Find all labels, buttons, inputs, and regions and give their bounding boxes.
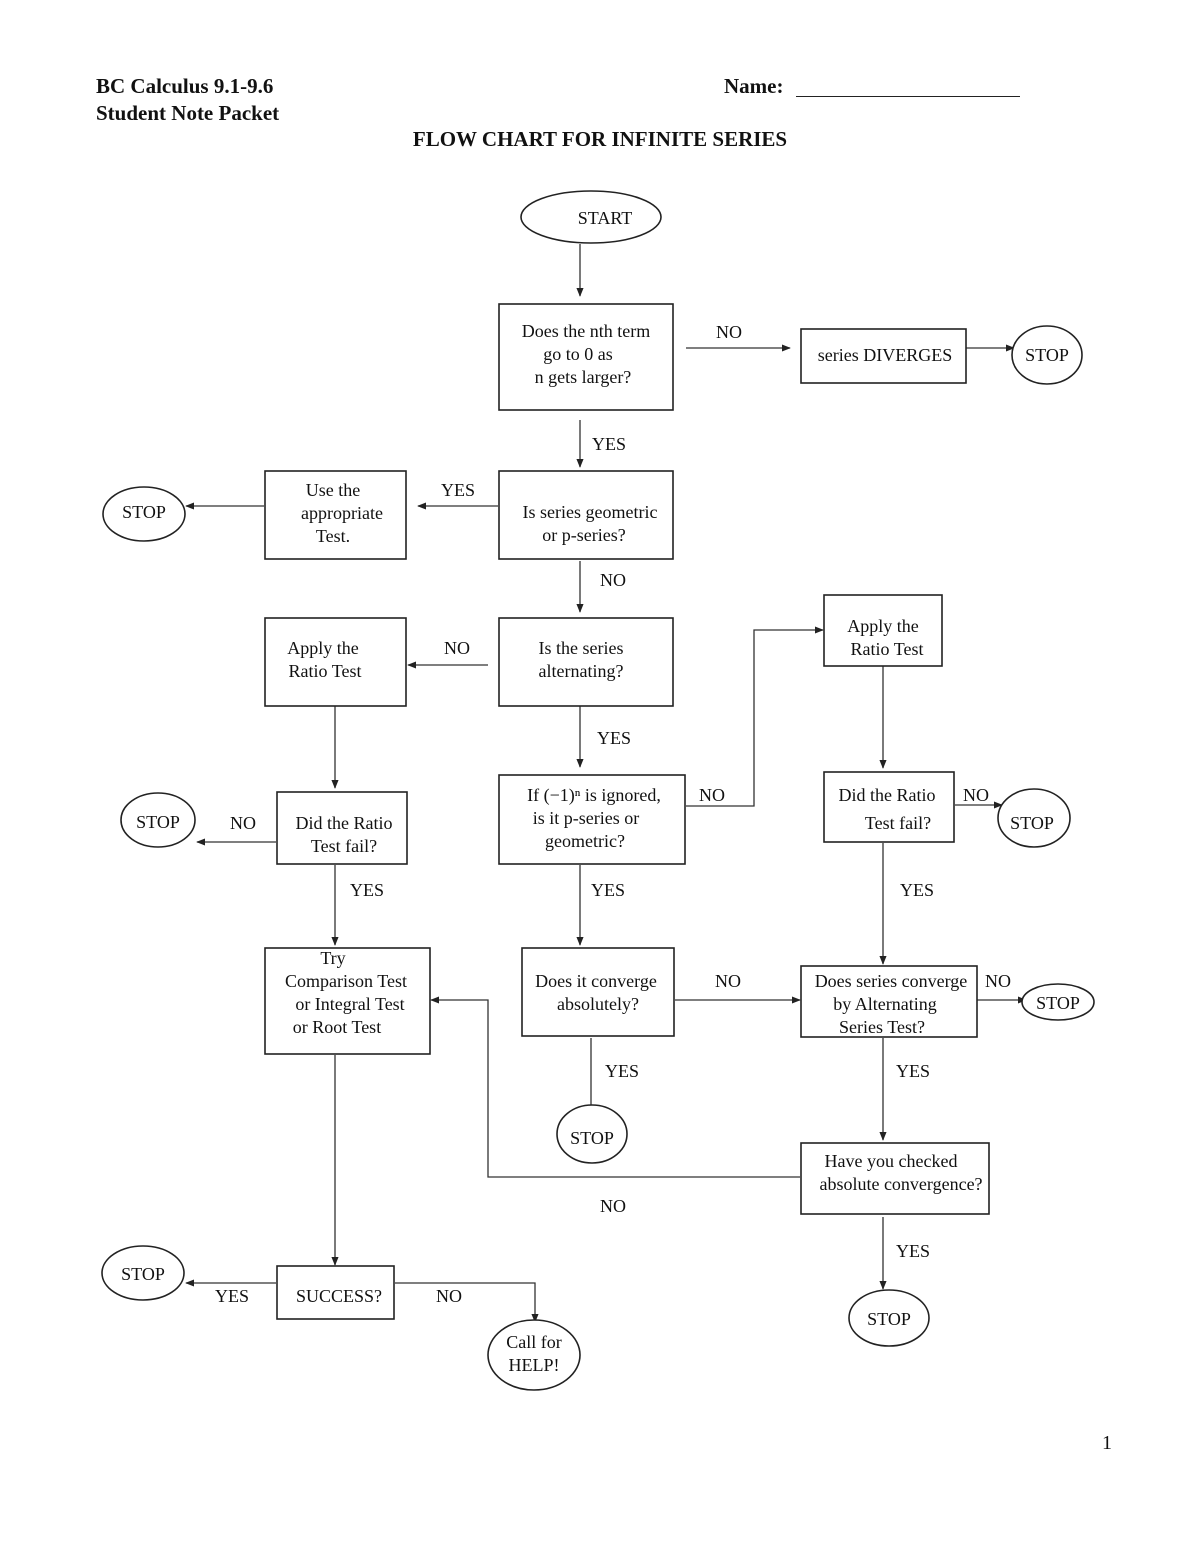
edge-success-no — [395, 1282, 539, 1323]
label-geo-yes: YES — [441, 480, 475, 500]
label-ratio-right-yes: YES — [900, 880, 934, 900]
edge-checked-no — [430, 996, 800, 1178]
label-success-yes: YES — [215, 1286, 249, 1306]
edge-ignored-no — [686, 626, 824, 807]
label-abs-no: NO — [715, 971, 741, 991]
node-stop-5: STOP — [1021, 983, 1095, 1021]
svg-text:STOP: STOP — [1036, 993, 1080, 1013]
label-ratio-left-no: NO — [230, 813, 256, 833]
label-altseries-no: NO — [985, 971, 1011, 991]
node-diverges: series DIVERGES — [800, 328, 967, 384]
label-checked-no: NO — [600, 1196, 626, 1216]
node-stop-6: STOP — [556, 1104, 628, 1164]
node-stop-8: STOP — [101, 1245, 185, 1301]
node-stop-7: STOP — [848, 1289, 930, 1347]
svg-text:STOP: STOP — [570, 1128, 614, 1148]
label-alt-no: NO — [444, 638, 470, 658]
svg-text:SUCCESS?: SUCCESS? — [296, 1286, 382, 1306]
label-success-no: NO — [436, 1286, 462, 1306]
label-geo-no: NO — [600, 570, 626, 590]
label-checked-yes: YES — [896, 1241, 930, 1261]
label-ratio-left-yes: YES — [350, 880, 384, 900]
name-label: Name: — [724, 74, 784, 98]
svg-text:If (−1)ⁿ is ignored,is it p-se: If (−1)ⁿ is ignored,is it p-series orgeo… — [527, 785, 661, 851]
node-success-question: SUCCESS? — [276, 1265, 395, 1320]
svg-text:STOP: STOP — [867, 1309, 911, 1329]
name-blank-line[interactable] — [796, 96, 1020, 97]
label-ignored-yes: YES — [591, 880, 625, 900]
svg-text:STOP: STOP — [1010, 813, 1054, 833]
svg-text:STOP: STOP — [1025, 345, 1069, 365]
label-ratio-right-no: NO — [963, 785, 989, 805]
svg-text:STOP: STOP — [121, 1264, 165, 1284]
node-stop-1: STOP — [1011, 325, 1083, 385]
label-abs-yes: YES — [605, 1061, 639, 1081]
node-start-text: START — [578, 208, 632, 228]
label-altseries-yes: YES — [896, 1061, 930, 1081]
connectors — [185, 244, 1027, 1323]
node-start: START — [520, 190, 662, 244]
node-stop-4: STOP — [997, 788, 1071, 848]
svg-text:STOP: STOP — [136, 812, 180, 832]
label-alt-yes: YES — [597, 728, 631, 748]
label-nth-yes: YES — [592, 434, 626, 454]
node-stop-2: STOP — [102, 486, 186, 542]
label-ignored-no: NO — [699, 785, 725, 805]
svg-text:STOP: STOP — [122, 502, 166, 522]
edge-labels: NO YES YES NO NO YES NO YES NO YES NO YE… — [215, 322, 1011, 1306]
svg-text:series DIVERGES: series DIVERGES — [818, 345, 952, 365]
course-title: BC Calculus 9.1-9.6 — [96, 74, 274, 98]
node-stop-3: STOP — [120, 792, 196, 848]
packet-title: Student Note Packet — [96, 101, 280, 125]
label-nth-no: NO — [716, 322, 742, 342]
page-number: 1 — [1102, 1432, 1112, 1454]
page-title: FLOW CHART FOR INFINITE SERIES — [412, 127, 788, 151]
